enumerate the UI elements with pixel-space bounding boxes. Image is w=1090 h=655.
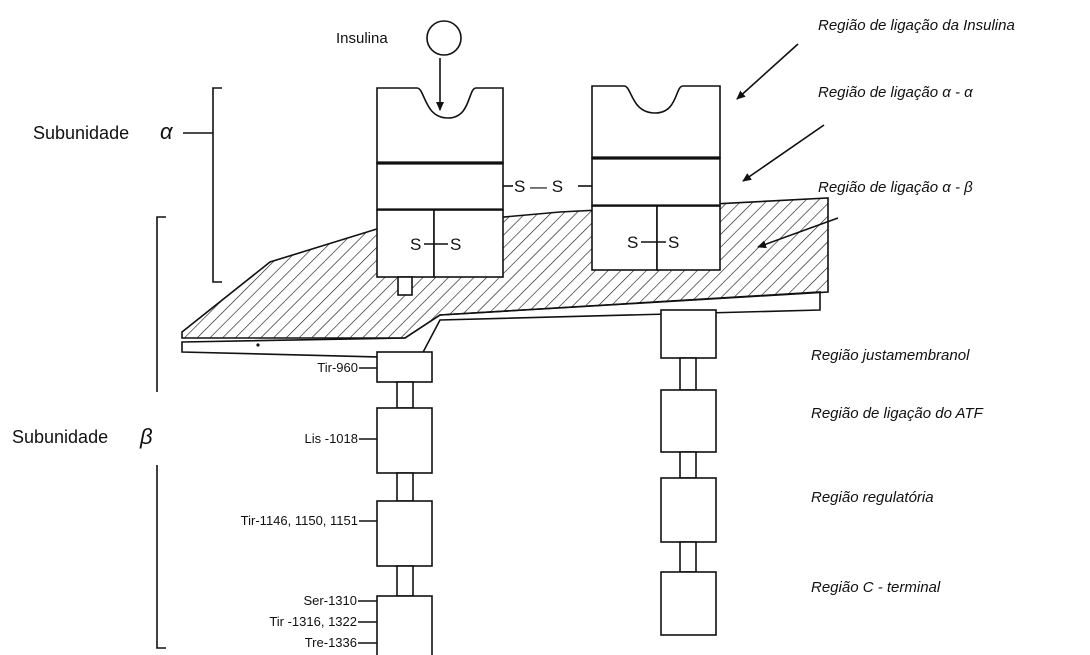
residue-label-tir-1316: Tir -1316, 1322 [269,614,357,629]
right-linker-3 [680,542,696,572]
beta-bracket-lower [157,465,166,648]
cell-membrane [182,198,828,358]
right-atp-binding-block [661,390,716,452]
right-alpha-beta-block-b [657,206,720,270]
insulin-circle-icon [427,21,461,55]
right-alpha-alpha-block [592,158,720,206]
left-regulatory-block [377,501,432,566]
residue-label-lis-1018: Lis -1018 [305,431,358,446]
right-linker-1 [680,358,696,390]
right-c-terminal-block [661,572,716,635]
left-linker-1 [397,382,413,408]
membrane-dot [256,343,259,346]
right-intrachain-s-right: S [668,233,679,252]
left-intrachain-s-right: S [450,235,461,254]
left-linker-3 [397,566,413,596]
residue-label-tre-1336: Tre-1336 [305,635,357,650]
alpha-bracket: Subunidade α [33,88,222,282]
region-label-c-terminal: Região C - terminal [811,579,941,596]
beta-bracket-upper [157,217,166,392]
region-label-insulin-binding: Região de ligação da Insulina [818,17,1015,34]
residue-label-ser-1310: Ser-1310 [304,593,357,608]
region-label-regulatory: Região regulatória [811,489,934,506]
interchain-bond-label: S — S [514,177,563,196]
left-alpha-alpha-block [377,163,503,210]
right-alpha-beta-block-a [592,206,657,270]
left-intrachain-s-left: S [410,235,421,254]
left-atp-binding-block [377,408,432,473]
residue-label-tir-1146: Tir-1146, 1150, 1151 [241,513,358,528]
region-label-alpha-alpha: Região de ligação α - α [818,84,973,101]
left-c-terminal-block [377,596,432,655]
region-label-juxtamembrane: Região justamembranol [811,347,970,364]
pointer-arrow-insulin-binding [737,44,798,99]
right-linker-2 [680,452,696,478]
left-alpha-subunit: S S [377,88,503,295]
right-beta-chain [661,310,716,635]
right-juxtamembrane-block [661,310,716,358]
residue-label-tir-960: Tir-960 [317,360,358,375]
region-label-alpha-beta: Região de ligação α - β [818,179,973,196]
residue-labels: Tir-960 Lis -1018 Tir-1146, 1150, 1151 S… [241,360,377,650]
alpha-subunit-label: Subunidade [33,123,129,143]
left-beta-chain [377,352,432,655]
right-alpha-subunit: S S [592,86,720,270]
beta-subunit-symbol: β [139,424,153,449]
right-intrachain-s-left: S [627,233,638,252]
interchain-disulfide: S — S [503,177,592,196]
pointer-arrow-alpha-alpha [743,125,824,181]
alpha-bracket-line [213,88,222,282]
right-regulatory-block [661,478,716,542]
alpha-subunit-symbol: α [160,119,174,144]
right-insulin-binding-pocket [592,86,720,158]
left-stub [398,277,412,295]
region-label-atp-binding: Região de ligação do ATF [811,405,984,422]
insulin-label: Insulina [336,30,388,47]
beta-subunit-label: Subunidade [12,427,108,447]
left-linker-2 [397,473,413,501]
beta-bracket: Subunidade β [12,217,166,648]
left-juxtamembrane-block [377,352,432,382]
